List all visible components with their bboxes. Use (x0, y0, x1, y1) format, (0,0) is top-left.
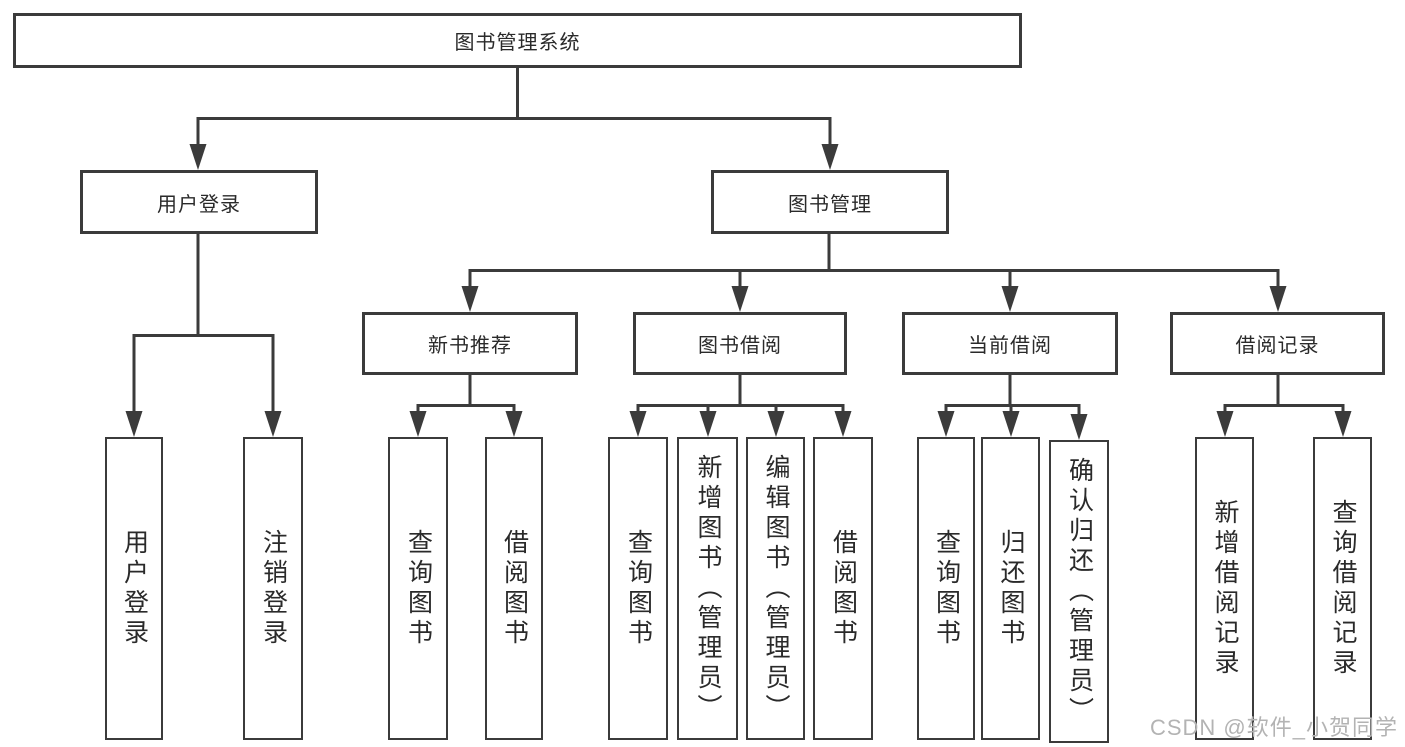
node-new-book-recommendation: 新书推荐 (362, 312, 578, 375)
csdn-watermark: CSDN @软件_小贺同学 (1149, 715, 1398, 740)
arrowhead-icon (264, 411, 282, 437)
arrowhead-icon (731, 286, 749, 312)
node-label: 图书管理 (788, 193, 872, 216)
node-query-books-current: 查询图书 (917, 437, 975, 740)
node-label: 新书推荐 (428, 335, 512, 357)
node-logout: 注销登录 (243, 437, 303, 740)
node-label: 注销登录 (259, 528, 288, 649)
node-label: 查询图书 (404, 528, 433, 649)
arrowhead-icon (699, 411, 717, 437)
arrowhead-icon (821, 144, 839, 170)
arrowhead-icon (1001, 286, 1019, 312)
node-label: 用户登录 (157, 193, 241, 216)
arrowhead-icon (189, 144, 207, 170)
node-edit-books-admin: 编辑图书（管理员） (746, 437, 805, 740)
node-add-books-admin: 新增图书（管理员） (677, 437, 738, 740)
node-return-books: 归还图书 (981, 437, 1040, 740)
node-label: 查询图书 (932, 528, 961, 649)
node-add-borrow-record: 新增借阅记录 (1195, 437, 1254, 740)
node-borrowing-records: 借阅记录 (1170, 312, 1385, 375)
node-label: 用户登录 (120, 528, 149, 649)
arrowhead-icon (937, 411, 955, 437)
node-label: 编辑图书（管理员） (762, 453, 790, 724)
node-label: 借阅图书 (829, 528, 858, 649)
arrowhead-icon (1216, 411, 1234, 437)
node-library-management-system: 图书管理系统 (13, 13, 1022, 68)
node-label: 归还图书 (997, 528, 1025, 649)
arrowhead-icon (461, 286, 479, 312)
node-label: 新增图书（管理员） (694, 453, 722, 724)
arrowhead-icon (505, 411, 523, 437)
node-label: 借阅记录 (1235, 335, 1320, 357)
arrowhead-icon (1002, 411, 1020, 437)
node-borrow-books-borrow: 借阅图书 (813, 437, 873, 740)
arrowhead-icon (1070, 414, 1088, 440)
node-book-borrowing: 图书借阅 (633, 312, 847, 375)
node-label: 查询借阅记录 (1329, 498, 1357, 679)
node-label: 新增借阅记录 (1211, 498, 1239, 679)
node-label: 查询图书 (624, 528, 653, 649)
node-label: 图书借阅 (698, 335, 782, 357)
node-query-borrow-record: 查询借阅记录 (1313, 437, 1372, 740)
node-user-login-action: 用户登录 (105, 437, 163, 740)
arrowhead-icon (409, 411, 427, 437)
node-current-borrowing: 当前借阅 (902, 312, 1118, 375)
node-label: 借阅图书 (500, 528, 529, 649)
node-label: 图书管理系统 (454, 32, 581, 54)
node-book-management: 图书管理 (711, 170, 949, 234)
arrowhead-icon (767, 411, 785, 437)
node-confirm-return-admin: 确认归还（管理员） (1049, 440, 1109, 743)
arrowhead-icon (1334, 411, 1352, 437)
node-borrow-books-recommend: 借阅图书 (485, 437, 543, 740)
arrowhead-icon (125, 411, 143, 437)
node-label: 确认归还（管理员） (1065, 456, 1094, 727)
arrowhead-icon (629, 411, 647, 437)
node-user-login: 用户登录 (80, 170, 318, 234)
node-query-books-recommend: 查询图书 (388, 437, 448, 740)
node-query-books-borrow: 查询图书 (608, 437, 668, 740)
arrowhead-icon (1269, 286, 1287, 312)
node-label: 当前借阅 (968, 335, 1052, 357)
arrowhead-icon (834, 411, 852, 437)
